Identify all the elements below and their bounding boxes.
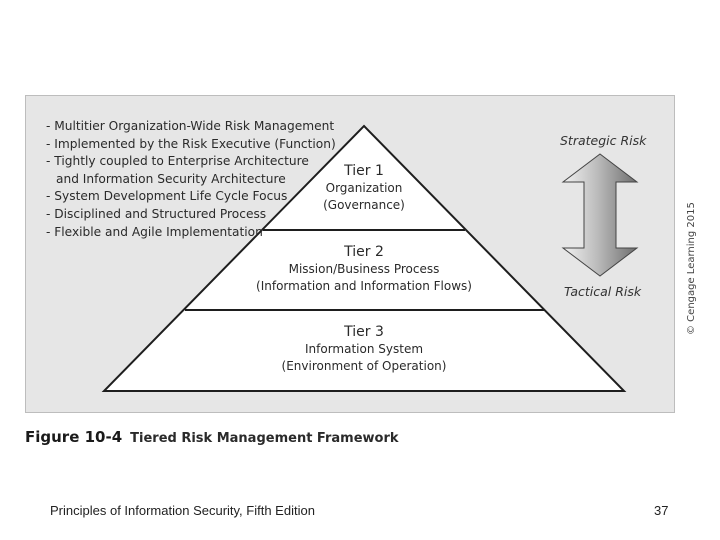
- tier-3-name: Information System: [304, 342, 424, 356]
- tier-diagram: [101, 124, 639, 392]
- bullet-item: - Flexible and Agile Implementation: [46, 224, 263, 239]
- tier-1-title: Tier 1: [344, 163, 384, 179]
- tier-1-label: Tier 1 Organization (Governance): [244, 162, 484, 214]
- tier-1-name: Organization: [325, 181, 403, 195]
- figure-title: Tiered Risk Management Framework: [130, 431, 399, 446]
- figure-caption: Figure 10-4 Tiered Risk Management Framew…: [25, 428, 399, 446]
- tier-2-name: Mission/Business Process: [288, 262, 440, 276]
- tier-2-title: Tier 2: [344, 244, 384, 260]
- tier-3-title: Tier 3: [344, 324, 384, 340]
- tier-3-label: Tier 3 Information System (Environment o…: [244, 323, 484, 375]
- double-arrow-icon: [561, 153, 639, 277]
- tactical-risk-label: Tactical Risk: [564, 284, 642, 299]
- bullet-item: - Tightly coupled to Enterprise Architec…: [46, 154, 309, 169]
- tier-3-scope: (Environment of Operation): [281, 359, 447, 373]
- figure-panel: - Multitier Organization-Wide Risk Manag…: [25, 95, 675, 413]
- footer-page-number: 37: [654, 503, 669, 518]
- strategic-risk-label: Strategic Risk: [560, 133, 647, 148]
- bullet-item: and Information Security Architecture: [56, 171, 286, 186]
- bullet-item: - System Development Life Cycle Focus: [46, 189, 288, 204]
- figure-number: Figure 10-4: [25, 428, 123, 446]
- footer-book-title: Principles of Information Security, Fift…: [50, 503, 315, 518]
- bullet-item: - Disciplined and Structured Process: [46, 206, 267, 221]
- pyramid: [101, 124, 627, 392]
- bullet-item: - Multitier Organization-Wide Risk Manag…: [46, 119, 335, 133]
- tier-2-scope: (Information and Information Flows): [256, 279, 472, 293]
- tier-1-scope: (Governance): [323, 198, 405, 212]
- bullet-list: - Multitier Organization-Wide Risk Manag…: [46, 118, 336, 241]
- tier-2-label: Tier 2 Mission/Business Process (Informa…: [244, 243, 484, 295]
- bullet-item: - Implemented by the Risk Executive (Fun…: [46, 136, 336, 151]
- copyright-notice: © Cengage Learning 2015: [686, 202, 697, 335]
